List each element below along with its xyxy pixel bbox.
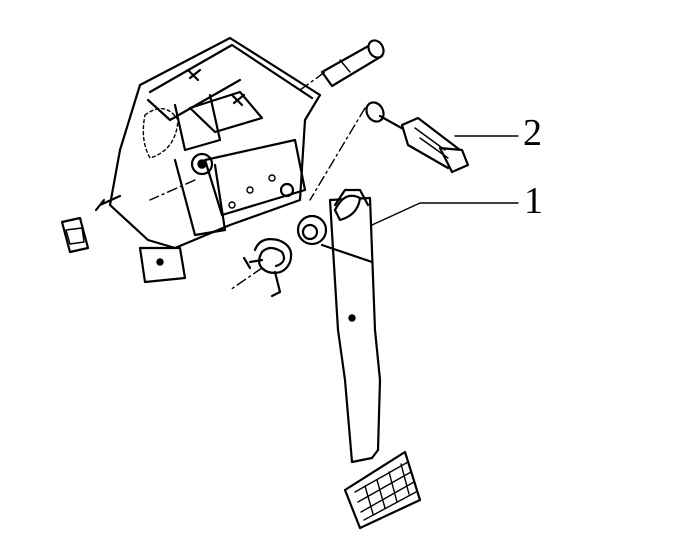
- leader-lines: [371, 135, 519, 226]
- pivot-bushing: [296, 214, 328, 246]
- alignment-lines: [149, 71, 366, 291]
- brake-pedal: [320, 188, 422, 530]
- callout-label-1: 1: [524, 180, 543, 222]
- clip-nut: [60, 216, 90, 254]
- pedal-bracket: [94, 36, 322, 284]
- pivot-pin: [320, 39, 385, 88]
- return-spring: [242, 238, 293, 298]
- stop-lamp-switch: [365, 101, 470, 174]
- callout-label-2: 2: [523, 112, 542, 154]
